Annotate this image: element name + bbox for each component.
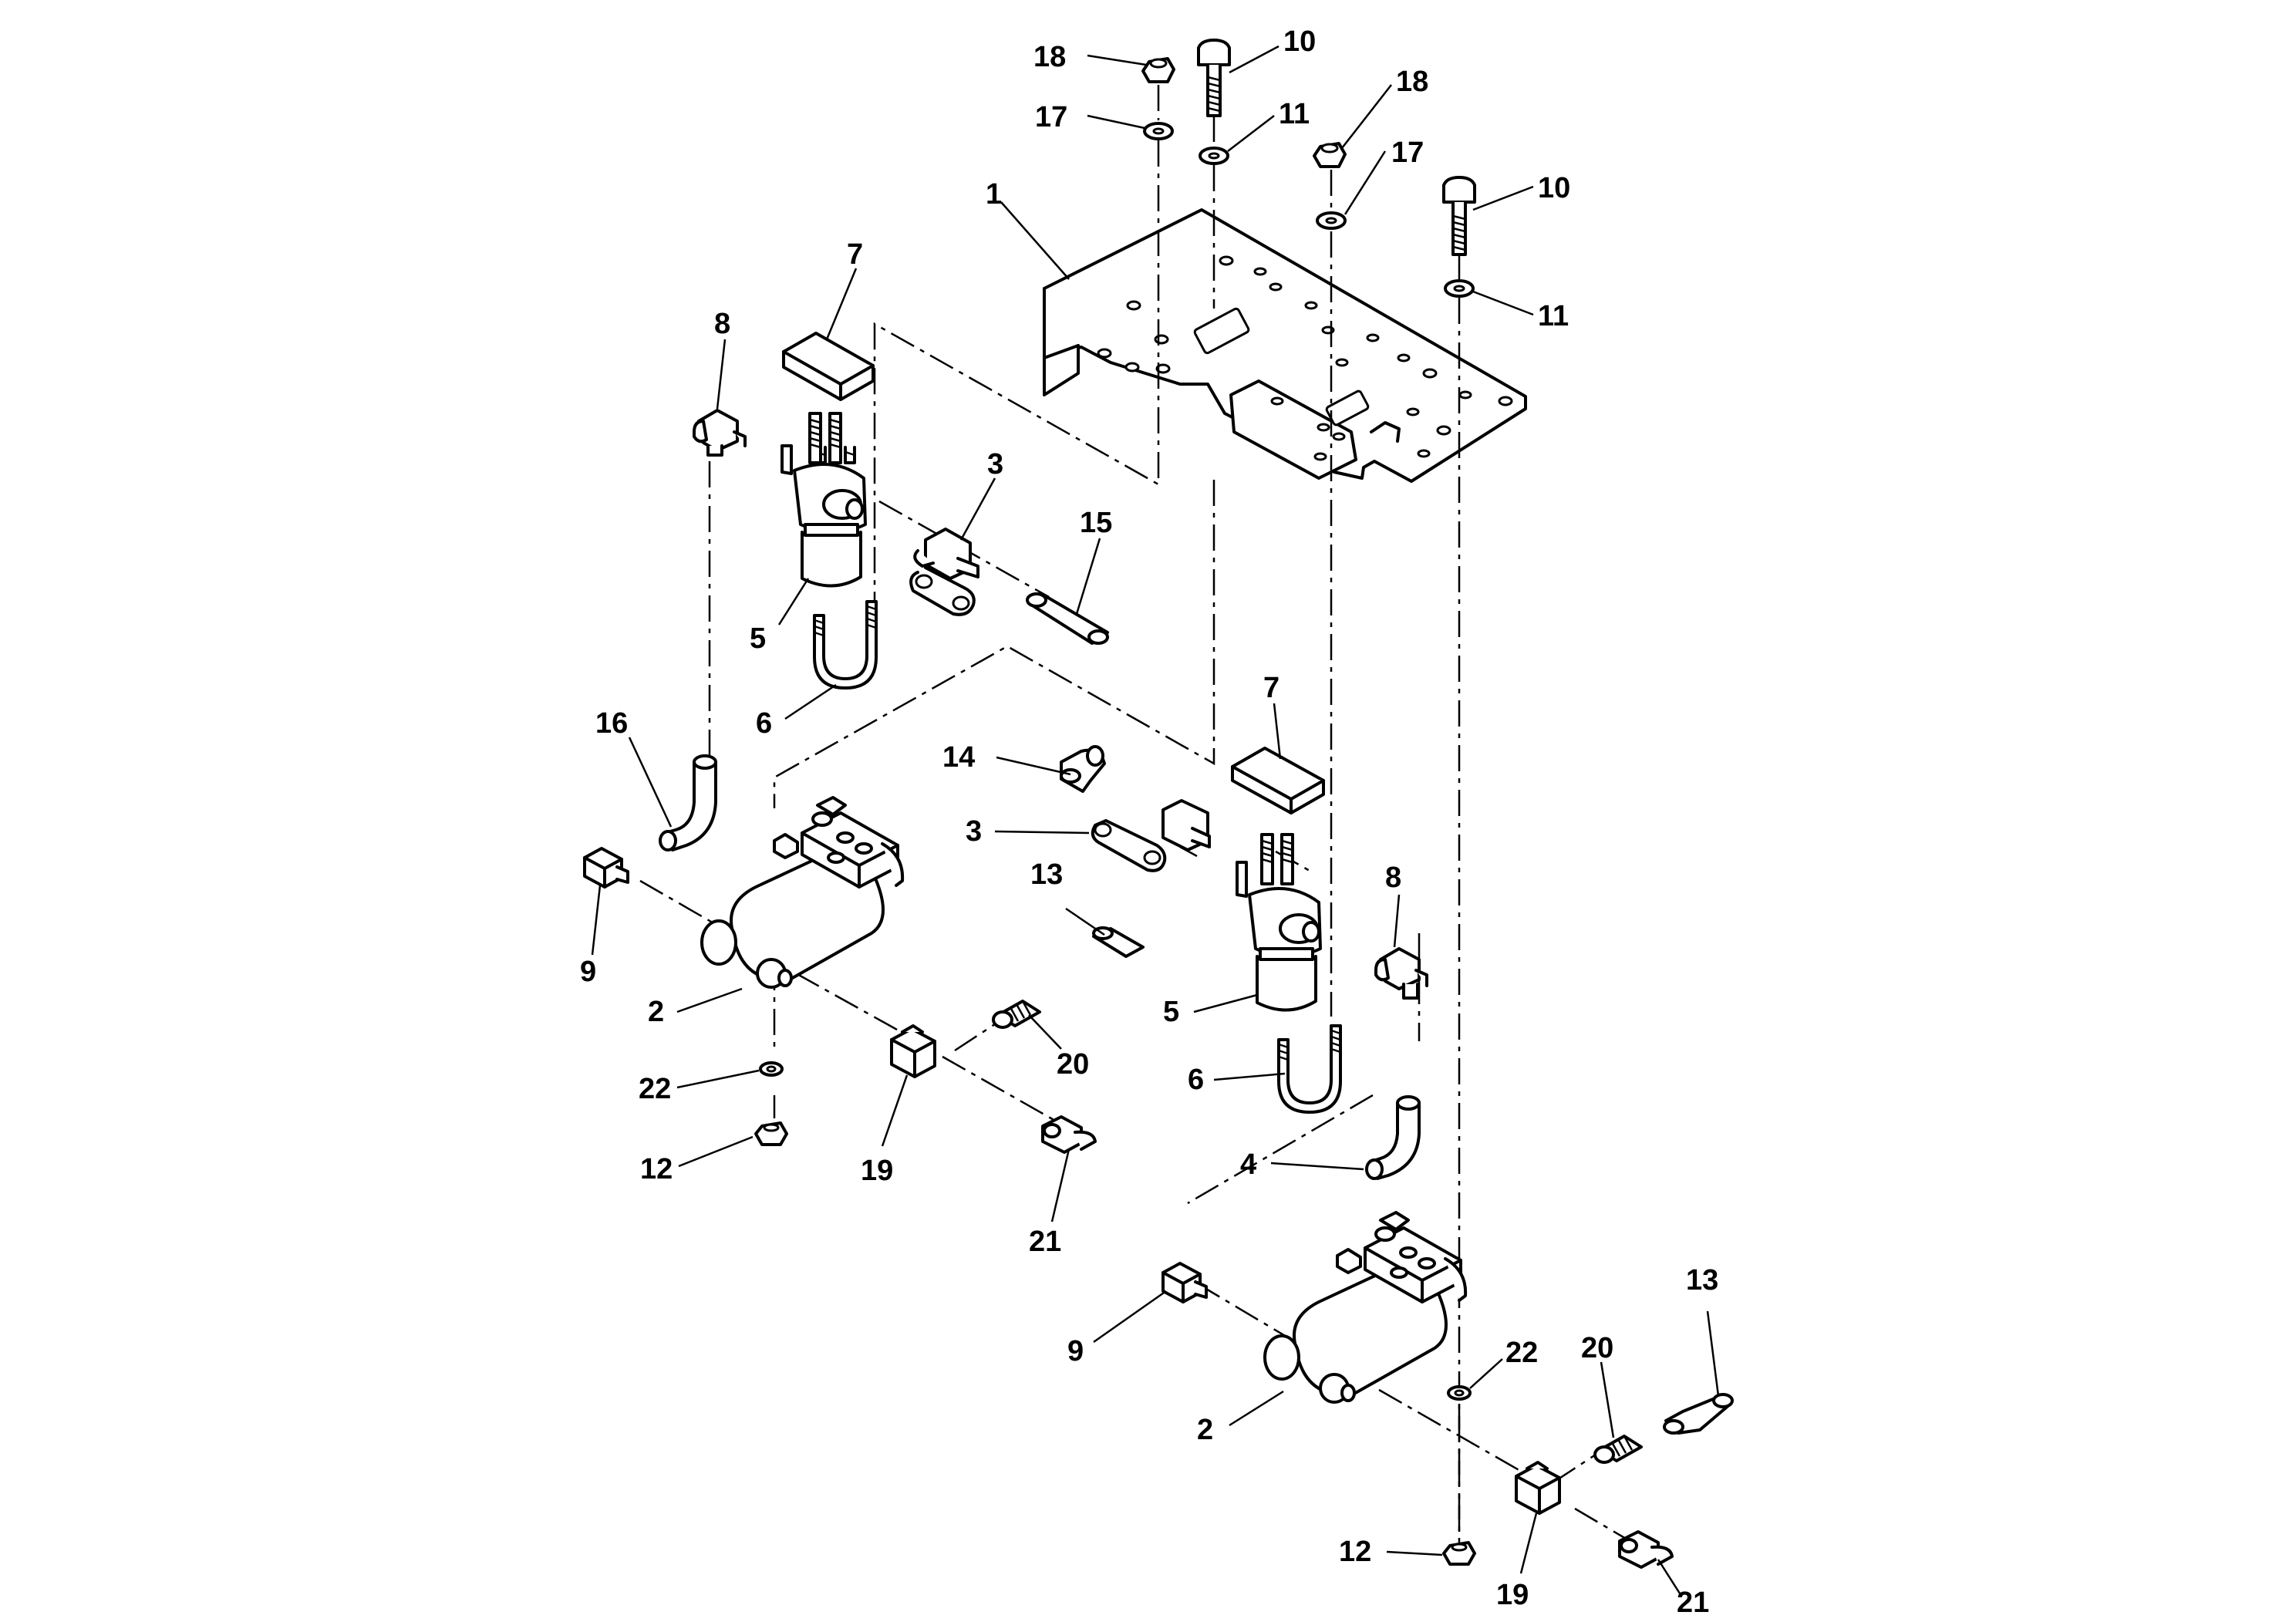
nut-12-right[interactable]	[1442, 1541, 1476, 1566]
callout-3-upper: 3	[987, 448, 1003, 481]
callout-16: 16	[595, 707, 628, 740]
connector-20-left[interactable]	[992, 1000, 1041, 1029]
callout-12-left: 12	[640, 1153, 673, 1185]
callout-2-lower: 2	[1197, 1414, 1213, 1446]
callout-12-right: 12	[1339, 1536, 1371, 1568]
mounting-plate[interactable]	[1043, 208, 1527, 483]
callout-7-lower: 7	[1263, 672, 1279, 704]
washer-11-right[interactable]	[1444, 279, 1475, 298]
washer-17-right[interactable]	[1316, 211, 1347, 230]
callout-20-left: 20	[1057, 1048, 1089, 1081]
callout-1: 1	[986, 178, 1002, 211]
nut-18-left[interactable]	[1141, 57, 1175, 83]
hose-elbow-14[interactable]	[1060, 745, 1106, 793]
hose-15[interactable]	[1026, 592, 1109, 645]
washer-11-left[interactable]	[1199, 147, 1229, 165]
callout-18-upper-right: 18	[1396, 66, 1428, 98]
hose-elbow-4[interactable]	[1365, 1095, 1421, 1180]
callout-8-lower: 8	[1385, 862, 1401, 894]
hose-elbow-16[interactable]	[659, 754, 717, 851]
callout-17-upper-left: 17	[1035, 101, 1067, 133]
filter-5-lower[interactable]	[1248, 887, 1322, 1012]
callout-19-right: 19	[1496, 1579, 1529, 1611]
callout-2-upper: 2	[648, 996, 664, 1028]
callout-13-right: 13	[1686, 1264, 1718, 1297]
callout-13-left: 13	[1030, 858, 1063, 891]
filter-5-upper[interactable]	[793, 446, 867, 588]
callout-7-upper: 7	[847, 238, 863, 271]
callout-10-upper-left: 10	[1283, 25, 1316, 58]
callout-11-upper-left: 11	[1279, 98, 1310, 130]
callout-22-right: 22	[1505, 1337, 1538, 1369]
motor-pump-2-lower[interactable]	[1263, 1211, 1468, 1404]
tee-fitting-19-right[interactable]	[1515, 1461, 1561, 1515]
callout-3-lower: 3	[966, 815, 982, 848]
callout-11-upper-right: 11	[1538, 300, 1569, 332]
callout-9-right: 9	[1067, 1335, 1084, 1367]
washer-17-left[interactable]	[1143, 122, 1174, 140]
callout-numbers: 18 10 17 11 18 17 10 11 1 7 8 3 15 5 6 1…	[580, 25, 1718, 1619]
valve-3-lower[interactable]	[1091, 799, 1211, 872]
elbow-fitting-8-upper[interactable]	[693, 409, 747, 457]
callout-8-upper: 8	[714, 308, 730, 340]
nut-12-left[interactable]	[754, 1121, 788, 1146]
insulator-pad-7-lower[interactable]	[1231, 747, 1325, 814]
tee-fitting-9-right[interactable]	[1161, 1262, 1208, 1303]
callout-6-lower: 6	[1188, 1064, 1204, 1096]
callout-21-left: 21	[1029, 1226, 1061, 1258]
u-bolt-6-upper[interactable]	[813, 600, 878, 690]
callout-19-left: 19	[861, 1155, 893, 1187]
bolt-10-left[interactable]	[1197, 39, 1231, 117]
washer-22-left[interactable]	[759, 1061, 784, 1077]
clamp-21-right[interactable]	[1618, 1530, 1674, 1569]
callout-17-upper-right: 17	[1391, 137, 1424, 169]
callout-22-left: 22	[639, 1073, 671, 1105]
tee-fitting-9-left[interactable]	[583, 847, 629, 889]
callout-4: 4	[1240, 1148, 1256, 1181]
insulator-pad-7-upper[interactable]	[782, 332, 875, 401]
hose-13-right[interactable]	[1663, 1393, 1734, 1435]
tee-fitting-19-left[interactable]	[890, 1024, 936, 1078]
washer-22-right[interactable]	[1447, 1385, 1472, 1401]
callout-15: 15	[1080, 507, 1112, 539]
threaded-studs-lower[interactable]	[1236, 833, 1294, 898]
callout-leaders	[591, 45, 1720, 1594]
callout-9-left: 9	[580, 956, 596, 988]
threaded-studs-upper[interactable]	[781, 412, 842, 475]
callout-21-right: 21	[1677, 1587, 1709, 1619]
nut-18-right[interactable]	[1313, 142, 1347, 168]
connector-20-right[interactable]	[1593, 1435, 1643, 1464]
clamp-21-left[interactable]	[1041, 1115, 1097, 1154]
callout-5-upper: 5	[750, 622, 766, 655]
valve-3-upper[interactable]	[909, 528, 979, 616]
callout-14: 14	[942, 741, 975, 774]
callout-5-lower: 5	[1163, 996, 1179, 1028]
motor-pump-2-upper[interactable]	[700, 796, 905, 989]
callout-18-upper-left: 18	[1033, 41, 1066, 73]
callout-20-right: 20	[1581, 1332, 1613, 1364]
u-bolt-6-lower[interactable]	[1277, 1024, 1342, 1114]
elbow-fitting-8-lower[interactable]	[1374, 947, 1428, 1000]
callout-10-upper-right: 10	[1538, 172, 1570, 204]
bolt-10-right[interactable]	[1442, 176, 1476, 256]
callout-6-upper: 6	[756, 707, 772, 740]
